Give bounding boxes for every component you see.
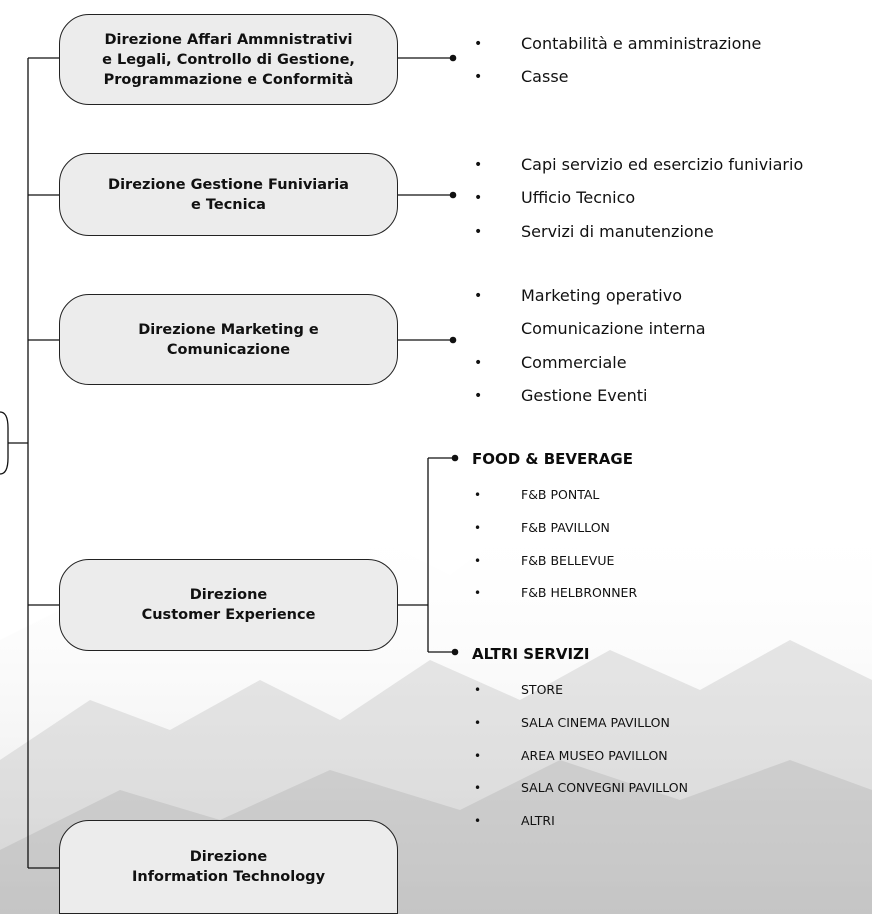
- bullet: •: [474, 715, 482, 730]
- list-item-label: SALA CONVEGNI PAVILLON: [521, 780, 688, 796]
- bullet: •: [474, 520, 482, 535]
- dept-box-marketing: Direzione Marketing e Comunicazione: [59, 294, 398, 385]
- group-title-food-beverage: FOOD & BEVERAGE: [472, 450, 633, 468]
- list-item-label: AREA MUSEO PAVILLON: [521, 747, 668, 763]
- dept-label: Direzione Marketing e Comunicazione: [138, 321, 319, 358]
- dept-box-information-technology: Direzione Information Technology: [59, 820, 398, 914]
- bullet: •: [474, 586, 482, 601]
- bullet: •: [474, 387, 483, 404]
- bullet: •: [474, 157, 483, 173]
- list-item-label: F&B HELBRONNER: [521, 585, 638, 601]
- list-item-label: ALTRI: [521, 813, 555, 829]
- list-item-label: Servizi di manutenzione: [521, 221, 714, 241]
- bullet: •: [474, 223, 483, 240]
- dept-label: Direzione Information Technology: [131, 849, 326, 885]
- bullet: •: [474, 190, 483, 207]
- list-item-label: STORE: [521, 682, 563, 697]
- dept-box-customer-experience: Direzione Customer Experience: [59, 559, 398, 651]
- list-item-label: Gestione Eventi: [521, 385, 648, 405]
- list-item-label: F&B PAVILLON: [521, 519, 610, 535]
- group-title-altri-servizi: ALTRI SERVIZI: [472, 645, 590, 663]
- list-item-label: Commerciale: [521, 352, 627, 372]
- list-item-label: Contabilità e amministrazione: [521, 34, 762, 53]
- bullet: •: [474, 488, 482, 502]
- bullet: •: [474, 553, 482, 568]
- bullet: •: [474, 781, 482, 796]
- bullet: •: [474, 36, 483, 52]
- list-item-label: Capi servizio ed esercizio funiviario: [521, 155, 804, 174]
- bullet: •: [474, 814, 482, 829]
- dept-label: Direzione Affari Ammnistrativi e Legali,…: [102, 31, 355, 88]
- list-item-label: Marketing operativo: [521, 286, 682, 305]
- bullet: •: [474, 683, 482, 697]
- bullet: •: [474, 288, 483, 304]
- bullet: •: [474, 354, 483, 371]
- list-item-label: F&B BELLEVUE: [521, 552, 615, 568]
- dept-box-cableway-technical: Direzione Gestione Funiviaria e Tecnica: [59, 153, 398, 236]
- list-item-label: Ufficio Tecnico: [521, 188, 636, 208]
- list-item-label: SALA CINEMA PAVILLON: [521, 714, 670, 730]
- dept-label: Direzione Customer Experience: [141, 587, 316, 623]
- list-item-label: F&B PONTAL: [521, 487, 600, 502]
- bullet: •: [474, 748, 482, 763]
- list-item-label: Comunicazione interna: [521, 319, 706, 339]
- dept-label: Direzione Gestione Funiviaria e Tecnica: [108, 176, 349, 213]
- dept-box-administration: Direzione Affari Ammnistrativi e Legali,…: [59, 14, 398, 105]
- bullet: •: [474, 69, 483, 86]
- list-item-label: Casse: [521, 67, 569, 87]
